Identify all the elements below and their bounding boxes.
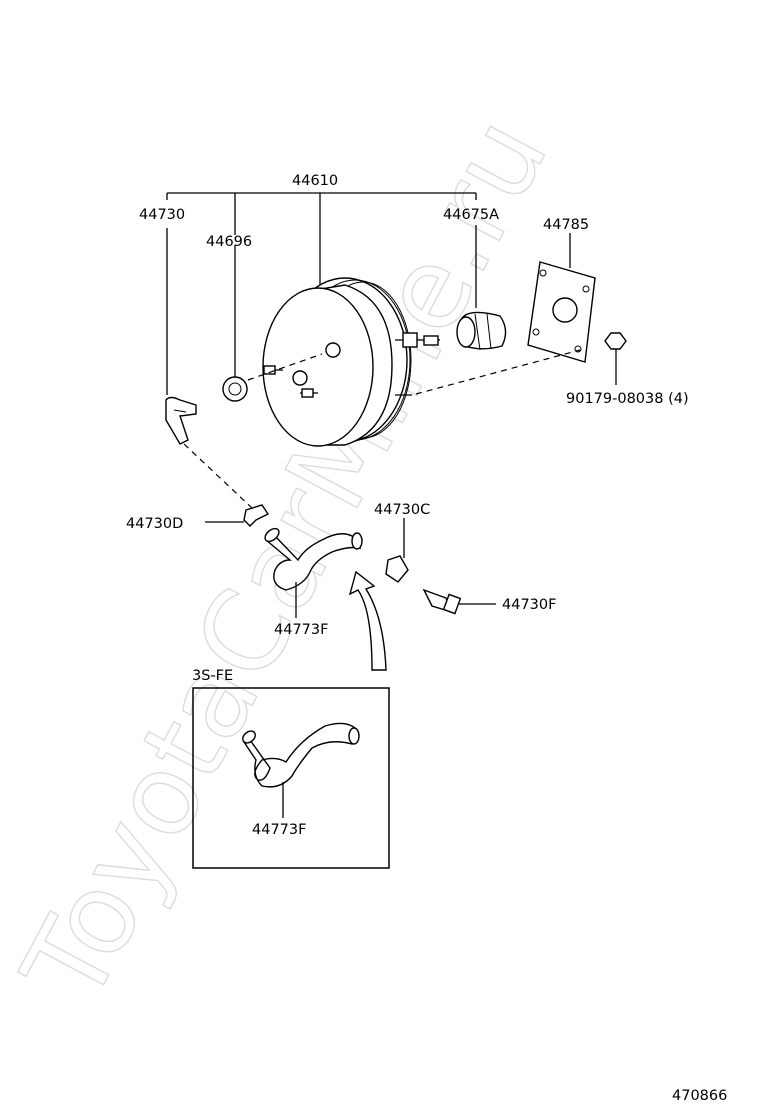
label-44730F: 44730F: [502, 597, 556, 613]
label-44730D: 44730D: [126, 516, 183, 532]
label-44610: 44610: [292, 173, 338, 189]
gasket: [527, 233, 596, 363]
inset-title: 3S-FE: [192, 668, 233, 684]
brake-booster: [262, 277, 440, 447]
nut: [604, 332, 627, 385]
label-44773F-main: 44773F: [274, 622, 328, 638]
clamp-d: [205, 504, 270, 527]
label-44696: 44696: [206, 234, 252, 250]
grommet: [222, 245, 248, 402]
label-44773F-inset: 44773F: [252, 822, 306, 838]
direction-arrow: [348, 570, 387, 671]
vacuum-hose-main: [264, 527, 363, 618]
label-44785: 44785: [543, 217, 589, 233]
group-bracket: [166, 192, 477, 290]
figure-number: 470866: [672, 1088, 727, 1104]
inset-panel: [192, 687, 390, 869]
label-90179-08038: 90179-08038 (4): [566, 391, 689, 407]
union-fitting: [422, 588, 496, 615]
label-44730C: 44730C: [374, 502, 430, 518]
label-44675A: 44675A: [443, 207, 499, 223]
clamp-c: [385, 518, 409, 583]
boot: [456, 225, 507, 351]
check-valve: [165, 228, 197, 445]
label-44730: 44730: [139, 207, 185, 223]
